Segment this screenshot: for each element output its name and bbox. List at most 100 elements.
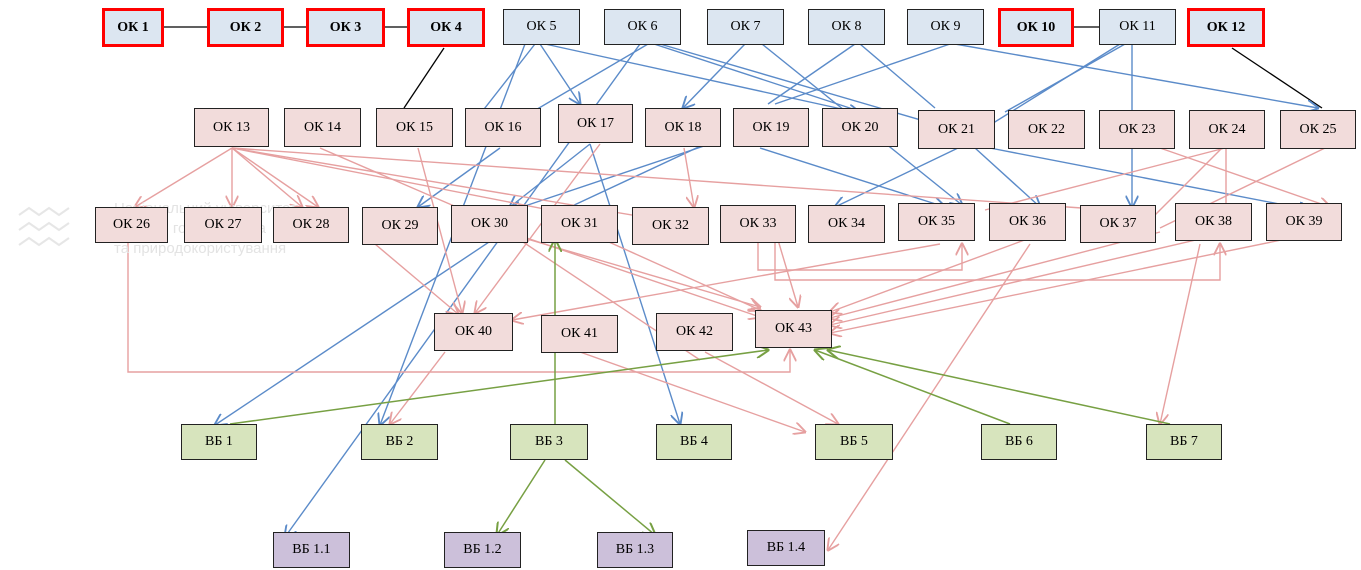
node-vb6[interactable]: ВБ 6 — [981, 424, 1057, 460]
node-ok28[interactable]: ОК 28 — [273, 207, 349, 243]
node-vb1-3[interactable]: ВБ 1.3 — [597, 532, 673, 568]
node-ok38[interactable]: ОК 38 — [1175, 203, 1252, 241]
link-ok12-ok25 — [1231, 47, 1323, 109]
link-ok9-ok25 — [954, 43, 1318, 108]
node-ok43[interactable]: ОК 43 — [755, 310, 832, 348]
link-ok21-ok39 — [989, 147, 1310, 210]
link-ok19-ok35 — [759, 147, 945, 207]
link-ok17-vb4 — [589, 143, 680, 424]
link-ok40-vb2 — [390, 351, 446, 424]
node-ok9[interactable]: ОК 9 — [907, 9, 984, 45]
node-ok6[interactable]: ОК 6 — [604, 9, 681, 45]
node-ok23[interactable]: ОК 23 — [1099, 110, 1175, 149]
node-ok13[interactable]: ОК 13 — [194, 108, 269, 147]
node-ok32[interactable]: ОК 32 — [632, 207, 709, 245]
link-ok13-ok28a — [231, 147, 302, 207]
node-vb5[interactable]: ВБ 5 — [815, 424, 893, 460]
link-ok38-vb7 — [1160, 243, 1201, 424]
node-ok27[interactable]: ОК 27 — [184, 207, 262, 243]
node-ok3[interactable]: ОК 3 — [306, 8, 385, 47]
node-ok41[interactable]: ОК 41 — [541, 315, 618, 353]
link-ok41-vb5 — [579, 351, 805, 432]
node-vb2[interactable]: ВБ 2 — [361, 424, 438, 460]
node-vb7[interactable]: ВБ 7 — [1146, 424, 1222, 460]
node-ok40[interactable]: ОК 40 — [434, 313, 513, 351]
link-ok15-ok40 — [417, 147, 462, 313]
node-ok37[interactable]: ОК 37 — [1080, 205, 1156, 243]
link-ok29-ok40 — [374, 243, 458, 314]
link-vb3-vb13 — [564, 459, 655, 535]
node-ok11[interactable]: ОК 11 — [1099, 9, 1176, 45]
link-ok36-vb14 — [828, 243, 1031, 550]
node-ok24[interactable]: ОК 24 — [1189, 110, 1265, 149]
link-ok38-ok43 — [830, 231, 1231, 325]
node-ok33[interactable]: ОК 33 — [720, 205, 796, 243]
link-ok26-ok43 — [127, 240, 790, 373]
node-ok36[interactable]: ОК 36 — [989, 203, 1066, 241]
node-ok42[interactable]: ОК 42 — [656, 313, 733, 351]
node-ok14[interactable]: ОК 14 — [284, 108, 361, 147]
node-vb3[interactable]: ВБ 3 — [510, 424, 588, 460]
link-ok21-ok36 — [974, 147, 1040, 207]
link-ok21-ok34 — [835, 147, 959, 207]
link-ok5-ok17 — [539, 43, 580, 104]
link-ok14-ok30 — [319, 147, 475, 215]
node-vb1-4[interactable]: ВБ 1.4 — [747, 530, 825, 566]
link-ok35-ok40 — [512, 243, 941, 320]
node-ok18[interactable]: ОК 18 — [645, 108, 721, 147]
link-ok7-ok18 — [683, 43, 746, 108]
link-ok13-ok26 — [135, 147, 233, 207]
link-ok8-ok21 — [859, 43, 936, 109]
green-links — [229, 240, 1171, 535]
link-ok30-ok43b — [514, 233, 760, 317]
link-ok33-ok35 — [757, 240, 962, 271]
node-ok17[interactable]: ОК 17 — [558, 104, 633, 143]
node-ok39[interactable]: ОК 39 — [1266, 203, 1342, 241]
node-vb1[interactable]: ВБ 1 — [181, 424, 257, 460]
node-ok12[interactable]: ОК 12 — [1187, 8, 1265, 47]
link-ok31-ok43 — [599, 237, 760, 310]
link-ok13-ok31 — [231, 147, 570, 214]
link-ok6-ok21 — [659, 43, 956, 131]
link-ok18-ok31 — [569, 143, 706, 208]
link-ok18-ok32 — [683, 147, 694, 207]
node-ok25[interactable]: ОК 25 — [1280, 110, 1356, 149]
link-ok36-ok43 — [830, 237, 1031, 312]
node-ok26[interactable]: ОК 26 — [95, 207, 168, 243]
node-ok4[interactable]: ОК 4 — [407, 8, 485, 47]
node-ok20[interactable]: ОК 20 — [822, 108, 898, 147]
link-ok42-vb5 — [704, 351, 838, 424]
node-ok21[interactable]: ОК 21 — [918, 110, 995, 149]
node-ok30[interactable]: ОК 30 — [451, 205, 528, 243]
link-vb1-ok43 — [229, 350, 768, 425]
node-ok19[interactable]: ОК 19 — [733, 108, 809, 147]
node-ok35[interactable]: ОК 35 — [898, 203, 975, 241]
node-ok16[interactable]: ОК 16 — [465, 108, 541, 147]
node-ok8[interactable]: ОК 8 — [808, 9, 885, 45]
link-ok8-ok19 — [767, 43, 856, 105]
link-ok24-ok35 — [984, 147, 1226, 211]
node-ok7[interactable]: ОК 7 — [707, 9, 784, 45]
node-ok22[interactable]: ОК 22 — [1008, 110, 1085, 149]
black-links — [164, 26, 1323, 109]
link-vb6-ok43 — [815, 350, 1011, 425]
node-ok15[interactable]: ОК 15 — [376, 108, 453, 147]
node-ok31[interactable]: ОК 31 — [541, 205, 618, 243]
link-ok39-ok43 — [830, 231, 1321, 333]
node-ok29[interactable]: ОК 29 — [362, 207, 438, 245]
node-ok34[interactable]: ОК 34 — [808, 205, 885, 243]
node-ok1[interactable]: ОК 1 — [102, 8, 164, 47]
node-ok2[interactable]: ОК 2 — [207, 8, 284, 47]
node-vb1-1[interactable]: ВБ 1.1 — [273, 532, 350, 568]
link-ok5-ok20 — [544, 43, 860, 113]
link-ok17-ok40 — [475, 143, 601, 313]
link-ok30-vb1 — [215, 227, 511, 425]
link-ok9-ok19 — [774, 43, 951, 105]
link-ok37-ok43 — [830, 231, 1161, 318]
node-ok10[interactable]: ОК 10 — [998, 8, 1074, 47]
node-vb1-2[interactable]: ВБ 1.2 — [444, 532, 521, 568]
node-vb4[interactable]: ВБ 4 — [656, 424, 732, 460]
link-ok23-ok39 — [1159, 147, 1330, 207]
node-ok5[interactable]: ОК 5 — [503, 9, 580, 45]
